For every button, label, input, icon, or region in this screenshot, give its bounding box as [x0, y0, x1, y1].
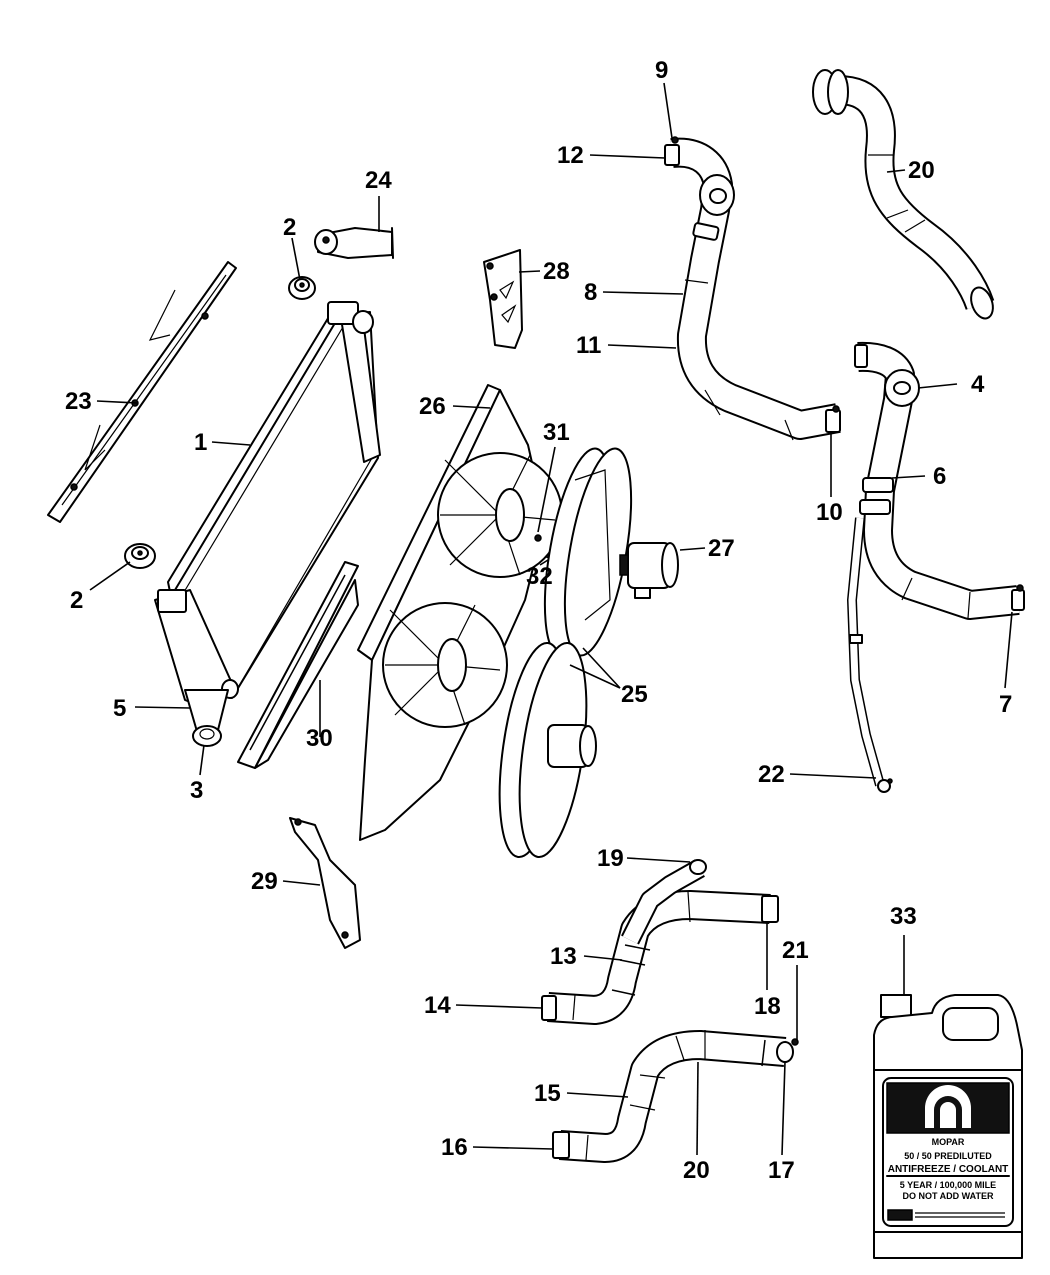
callout-1: 1 — [194, 429, 207, 456]
callout-23: 23 — [65, 388, 92, 415]
label-line3: 5 YEAR / 100,000 MILE — [900, 1180, 996, 1190]
air-deflector-bracket[interactable] — [289, 817, 361, 949]
callout-15: 15 — [534, 1080, 561, 1107]
radiator-upper-bracket[interactable] — [314, 227, 394, 259]
radiator-lower-hose[interactable] — [547, 859, 771, 1025]
callout-10: 10 — [816, 499, 843, 526]
callout-8: 8 — [584, 279, 597, 306]
hose-clamp[interactable] — [1011, 584, 1025, 611]
callout-12: 12 — [557, 142, 584, 169]
callout-6: 6 — [933, 463, 946, 490]
hose-clamp[interactable] — [689, 859, 707, 875]
hose-connector[interactable] — [857, 341, 1020, 620]
callout-27: 27 — [708, 535, 735, 562]
radiator-hose[interactable] — [812, 69, 997, 321]
hose-clamp[interactable] — [552, 1131, 570, 1159]
callout-19: 19 — [597, 845, 624, 872]
callout-20: 20 — [683, 1157, 710, 1184]
fan-shroud[interactable] — [488, 444, 644, 861]
bracket[interactable] — [483, 249, 523, 349]
callout-2: 2 — [70, 587, 83, 614]
air-seal-side[interactable] — [237, 561, 359, 769]
callout-16: 16 — [441, 1134, 468, 1161]
overflow-hose-clamp[interactable] — [877, 778, 893, 793]
callout-13: 13 — [550, 943, 577, 970]
radiator[interactable] — [154, 301, 381, 711]
nut[interactable] — [534, 534, 542, 542]
callout-14: 14 — [424, 992, 451, 1019]
callout-2: 2 — [283, 214, 296, 241]
radiator-lower-isolator[interactable] — [192, 725, 222, 747]
hose-clamp[interactable] — [761, 895, 779, 923]
overflow-hose[interactable] — [847, 517, 885, 787]
callout-7: 7 — [999, 691, 1012, 718]
callout-33: 33 — [890, 903, 917, 930]
callout-24: 24 — [365, 167, 392, 194]
leader-lines — [89, 82, 1013, 1156]
fan-module[interactable] — [357, 384, 563, 841]
hose-clamp-connector[interactable] — [854, 344, 868, 368]
callout-18: 18 — [754, 993, 781, 1020]
air-seal-upper[interactable] — [47, 261, 237, 523]
radiator-isolator-lower[interactable] — [124, 543, 156, 569]
callout-4: 4 — [971, 371, 985, 398]
hose-clamp[interactable] — [664, 136, 680, 166]
callout-25: 25 — [621, 681, 648, 708]
radiator-isolator-upper[interactable] — [288, 276, 316, 300]
label-line2: ANTIFREEZE / COOLANT — [888, 1164, 1009, 1175]
callout-32: 32 — [526, 563, 553, 590]
hose-clamp[interactable] — [825, 405, 841, 433]
brand-text: MOPAR — [932, 1137, 965, 1147]
callout-5: 5 — [113, 695, 126, 722]
coolant-jug[interactable]: MOPAR 50 / 50 PREDILUTED ANTIFREEZE / CO… — [873, 994, 1023, 1259]
callout-22: 22 — [758, 761, 785, 788]
fan-motor[interactable] — [619, 542, 679, 599]
callout-29: 29 — [251, 868, 278, 895]
hose-clamp[interactable] — [541, 995, 557, 1021]
radiator-hose-lower[interactable] — [559, 1030, 787, 1163]
callout-17: 17 — [768, 1157, 795, 1184]
callout-11: 11 — [576, 332, 601, 359]
radiator-upper-hose[interactable] — [670, 137, 841, 441]
callout-28: 28 — [543, 258, 570, 285]
callout-labels: 1 2 2 3 4 5 6 7 8 9 10 11 12 13 14 15 16… — [65, 57, 1012, 1184]
callout-21: 21 — [782, 937, 809, 964]
label-line4: DO NOT ADD WATER — [903, 1191, 994, 1201]
callout-26: 26 — [419, 393, 446, 420]
callout-3: 3 — [190, 777, 203, 804]
callout-20: 20 — [908, 157, 935, 184]
callout-30: 30 — [306, 725, 333, 752]
callout-31: 31 — [543, 419, 570, 446]
label-line1: 50 / 50 PREDILUTED — [904, 1151, 992, 1161]
callout-9: 9 — [655, 57, 668, 84]
